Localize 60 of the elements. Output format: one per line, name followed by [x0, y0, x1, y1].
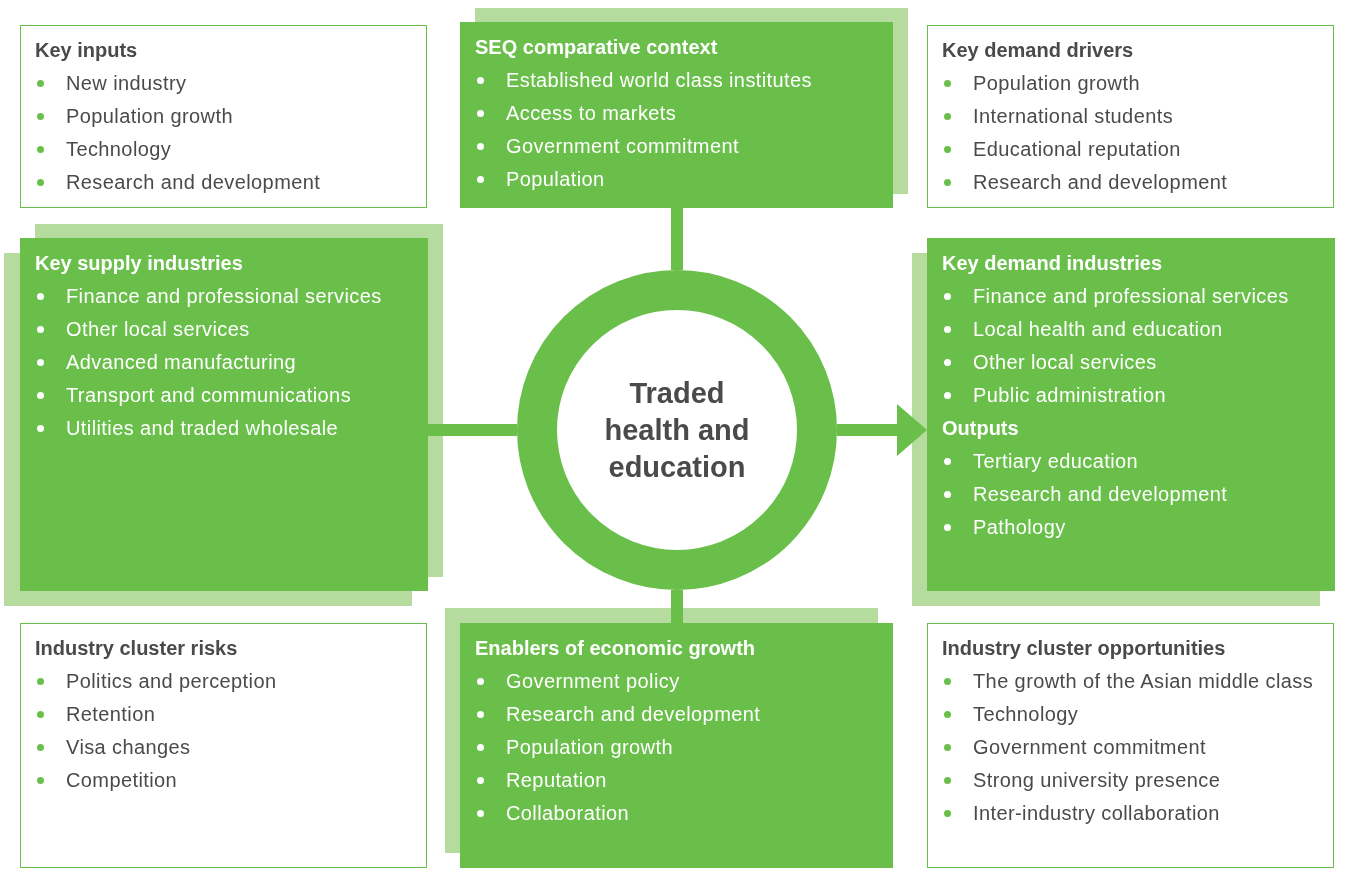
- bullet-item: Population growth: [942, 69, 1319, 98]
- card-heading: Enablers of economic growth: [475, 636, 757, 661]
- card-heading: Key demand industries: [942, 251, 1164, 276]
- info-card: [927, 25, 1334, 208]
- bullet-item: Research and development: [942, 168, 1319, 197]
- bullet-item: Finance and professional services: [35, 282, 413, 311]
- connector-line: [428, 424, 517, 436]
- bullet-item: Pathology: [942, 513, 1320, 542]
- card-heading: Key inputs: [35, 38, 139, 63]
- bullet-item: Established world class institutes: [475, 66, 878, 95]
- info-card: [20, 623, 427, 868]
- bullet-item: Collaboration: [475, 799, 878, 828]
- bullet-item: Competition: [35, 766, 412, 795]
- bullet-item: Strong university presence: [942, 766, 1319, 795]
- card-heading: Key demand drivers: [942, 38, 1135, 63]
- bullet-item: Educational reputation: [942, 135, 1319, 164]
- bullet-item: Population growth: [35, 102, 412, 131]
- info-card: [460, 22, 893, 208]
- info-card: [927, 623, 1334, 868]
- bullet-item: Public administration: [942, 381, 1320, 410]
- bullet-item: Local health and education: [942, 315, 1320, 344]
- info-card: [927, 238, 1335, 591]
- bullet-item: Research and development: [35, 168, 412, 197]
- circle-label: Traded health and education: [603, 375, 751, 485]
- bullet-item: Research and development: [475, 700, 878, 729]
- info-card: [460, 623, 893, 868]
- bullet-item: Reputation: [475, 766, 878, 795]
- bullet-item: Other local services: [35, 315, 413, 344]
- card-heading: Industry cluster opportunities: [942, 636, 1227, 661]
- bullet-item: Other local services: [942, 348, 1320, 377]
- bullet-item: Visa changes: [35, 733, 412, 762]
- card-heading: Key supply industries: [35, 251, 244, 276]
- bullet-item: Transport and communications: [35, 381, 413, 410]
- bullet-item: Finance and professional services: [942, 282, 1320, 311]
- bullet-item: Advanced manufacturing: [35, 348, 413, 377]
- bullet-item: Government policy: [475, 667, 878, 696]
- bullet-item: Inter-industry collaboration: [942, 799, 1319, 828]
- bullet-item: Population: [475, 165, 878, 194]
- bullet-item: Utilities and traded wholesale: [35, 414, 413, 443]
- bullet-item: Government commitment: [475, 132, 878, 161]
- info-card: [20, 25, 427, 208]
- bullet-item: Research and development: [942, 480, 1320, 509]
- card-heading: Outputs: [942, 416, 1020, 441]
- bullet-item: Tertiary education: [942, 447, 1320, 476]
- bullet-item: Politics and perception: [35, 667, 412, 696]
- info-card: [20, 238, 428, 591]
- bullet-item: Technology: [942, 700, 1319, 729]
- bullet-item: Retention: [35, 700, 412, 729]
- card-heading: Industry cluster risks: [35, 636, 239, 661]
- connector-line: [671, 590, 683, 623]
- bullet-item: Access to markets: [475, 99, 878, 128]
- bullet-item: Government commitment: [942, 733, 1319, 762]
- bullet-item: International students: [942, 102, 1319, 131]
- card-heading: SEQ comparative context: [475, 35, 719, 60]
- arrow: [837, 404, 927, 456]
- bullet-item: Technology: [35, 135, 412, 164]
- bullet-item: The growth of the Asian middle class: [942, 667, 1319, 696]
- bullet-item: New industry: [35, 69, 412, 98]
- connector-line: [671, 208, 683, 270]
- bullet-item: Population growth: [475, 733, 878, 762]
